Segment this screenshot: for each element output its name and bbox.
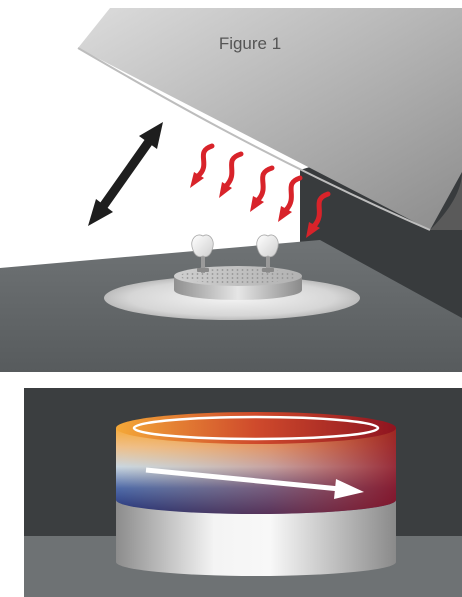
bottom-panel [24, 388, 462, 597]
heat-map-section [116, 412, 396, 514]
specimen-platform [174, 266, 302, 300]
figure-caption: Figure 1 [219, 34, 281, 53]
top-panel: Figure 1 [0, 8, 462, 372]
